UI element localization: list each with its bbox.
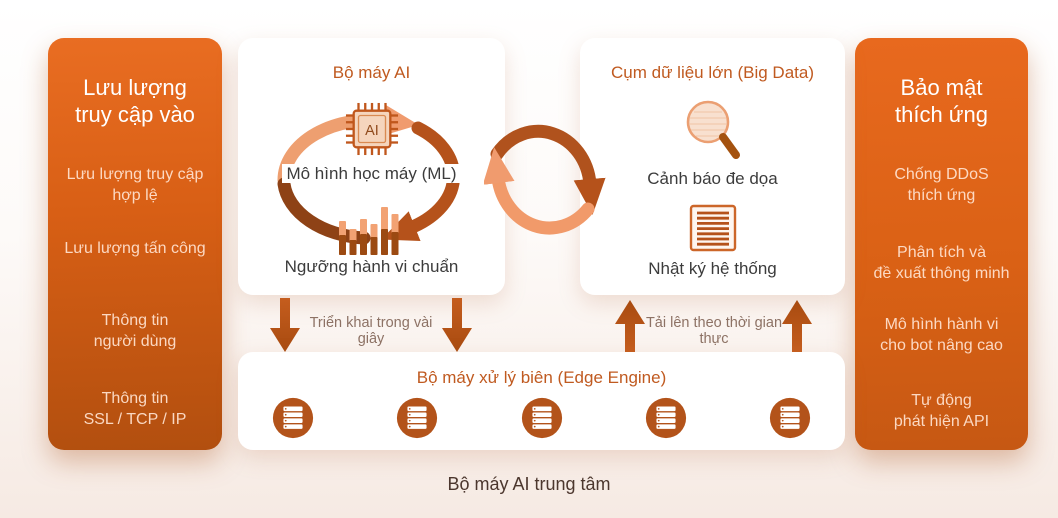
- ai-engine-card: Bộ máy AI AI Mô hình học máy (ML): [238, 38, 505, 295]
- chip-label: AI: [365, 123, 379, 139]
- baseline-behavior-label: Ngưỡng hành vi chuẩn: [284, 257, 459, 276]
- panel-item-valid-traffic: Lưu lượng truy cập hợp lệ: [66, 166, 204, 205]
- incoming-traffic-title: Lưu lượng truy cập vào: [75, 75, 195, 128]
- deploy-seconds-label: Triển khai trong vài giây: [309, 315, 433, 347]
- ml-model-label: Mô hình học máy (ML): [238, 164, 505, 184]
- panel-item-bot-behavior: Mô hình hành vi cho bot nâng cao: [880, 316, 1003, 355]
- panel-item-attack-traffic: Lưu lượng tấn công: [64, 240, 206, 257]
- adaptive-security-title: Bảo mật thích ứng: [894, 75, 988, 128]
- bar-chart-icon: [339, 207, 399, 255]
- panel-item-api-discovery: Tự động phát hiện API: [893, 392, 990, 431]
- server-icon: [272, 397, 314, 439]
- server-icon: [521, 397, 562, 439]
- panel-item-ssl-tcp-ip: Thông tin SSL / TCP / IP: [83, 390, 187, 429]
- system-log-label: Nhật ký hệ thống: [648, 259, 777, 278]
- document-lines-icon: [689, 204, 737, 252]
- incoming-traffic-panel: Lưu lượng truy cập vào Lưu lượng truy cậ…: [48, 38, 222, 450]
- bigdata-card: Cụm dữ liệu lớn (Big Data) Cảnh báo đe d…: [580, 38, 845, 295]
- bigdata-title: Cụm dữ liệu lớn (Big Data): [611, 63, 814, 82]
- central-ai-caption: Bộ máy AI trung tâm: [447, 474, 611, 494]
- arrow-up-icon: [782, 300, 812, 352]
- edge-engine-title: Bộ máy xử lý biên (Edge Engine): [416, 368, 667, 387]
- edge-engine-card: Bộ máy xử lý biên (Edge Engine): [238, 352, 845, 450]
- panel-item-user-info: Thông tin người dùng: [93, 312, 177, 351]
- edge-server-row: [238, 396, 845, 440]
- ai-chip-icon: AI: [345, 102, 399, 156]
- panel-item-smart-analysis: Phân tích và đề xuất thông minh: [873, 244, 1010, 283]
- sync-cycle-icon: [484, 124, 606, 235]
- ai-engine-title: Bộ máy AI: [332, 63, 411, 82]
- magnifier-icon: [686, 100, 740, 159]
- threat-alert-label: Cảnh báo đe dọa: [647, 169, 778, 188]
- arrow-down-icon: [270, 298, 300, 352]
- panel-item-ddos: Chống DDoS thích ứng: [894, 166, 989, 205]
- arrow-down-icon: [442, 298, 472, 352]
- server-icon: [769, 397, 811, 439]
- server-icon: [397, 397, 438, 439]
- arrow-up-icon: [615, 300, 645, 352]
- realtime-upload-label: Tải lên theo thời gian thực: [645, 315, 783, 347]
- adaptive-security-panel: Bảo mật thích ứng Chống DDoS thích ứng P…: [855, 38, 1028, 450]
- server-icon: [645, 397, 686, 439]
